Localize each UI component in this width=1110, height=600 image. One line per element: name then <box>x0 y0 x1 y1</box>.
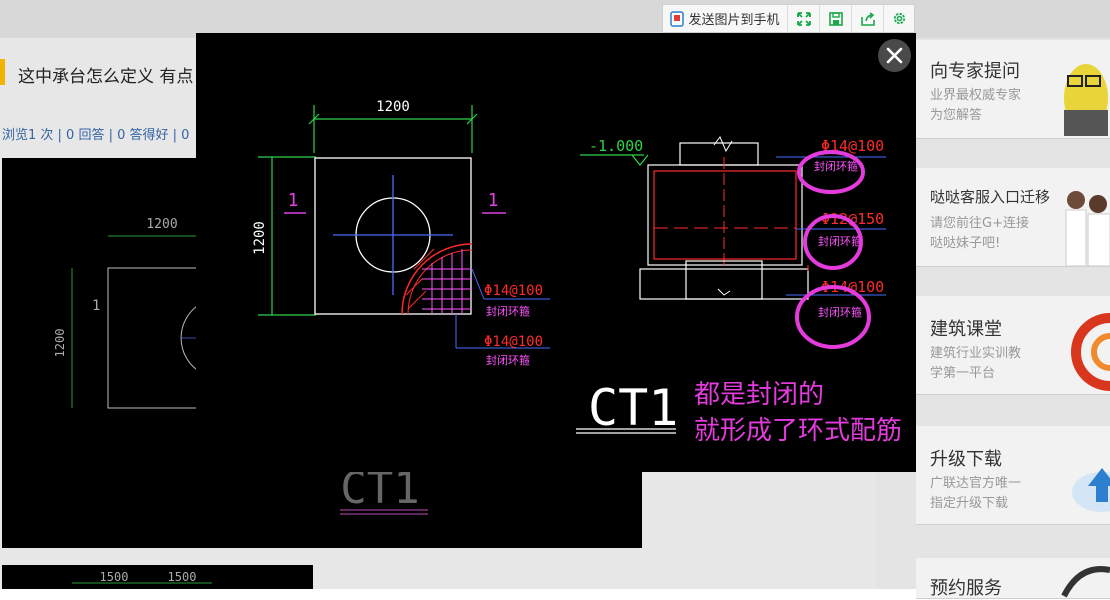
section-mark-right: 1 <box>488 190 499 211</box>
sidebar-card-title: 向专家提问 <box>930 61 1020 82</box>
sidebar-card-title: 哒哒客服入口迁移 <box>930 188 1051 206</box>
highlight-ellipse-top <box>797 150 865 194</box>
left-dimension: 1200 <box>252 156 316 316</box>
question-stats[interactable]: 浏览1 次 | 0 回答 | 0 答得好 | 0 <box>2 128 190 143</box>
close-icon <box>886 47 903 64</box>
upload-cloud-icon <box>1072 468 1110 512</box>
sidebar-card-subtitle: 为您解答 <box>930 108 983 123</box>
site-header <box>0 0 1110 38</box>
sidebar-card-title: 建筑课堂 <box>930 319 1002 340</box>
save-icon <box>828 11 843 26</box>
annotation-line-1: 都是封闭的 <box>694 380 825 410</box>
close-viewer-button[interactable] <box>878 39 911 72</box>
annotation-line-2: 就形成了环式配筋 <box>694 416 903 446</box>
drawing-label: CT1 <box>588 379 678 437</box>
image-viewer: 1200 1200 1 1 <box>196 33 916 472</box>
section-note-mid: 封闭环箍 <box>818 234 862 248</box>
fullscreen-button[interactable] <box>787 5 819 32</box>
bg2-dim-b: 1500 <box>168 570 197 584</box>
send-to-phone-button[interactable]: 发送图片到手机 <box>663 5 787 32</box>
customer-service-agents-image <box>1065 191 1110 266</box>
cad-drawing: 1200 1200 1 1 <box>252 99 886 437</box>
expert-mascot-icon <box>1064 64 1108 136</box>
plan-rebar-2-note: 封闭环箍 <box>486 353 530 367</box>
sidebar-card-subtitle: 建筑行业实训教 <box>930 346 1022 361</box>
phone-send-icon <box>670 10 685 27</box>
section-note-bot: 封闭环箍 <box>818 305 862 319</box>
sidebar-card-subtitle: 指定升级下载 <box>930 496 1009 511</box>
plan-rebar-1-text: Φ14@100 <box>484 283 543 299</box>
width-dimension-text: 1200 <box>376 99 410 115</box>
question-image-2-drawing: 1500 1500 <box>72 570 212 584</box>
reservation-icon <box>1061 566 1110 598</box>
sidebar-card-ask-expert[interactable]: 向专家提问 业界最权威专家 为您解答 <box>916 40 1110 139</box>
title-accent-bar <box>0 59 5 85</box>
image-viewer-toolbar: 发送图片到手机 <box>662 4 915 33</box>
sidebar-card-reservation[interactable]: 预约服务 <box>916 558 1110 599</box>
question-image-2[interactable]: 1500 1500 <box>2 565 313 589</box>
save-image-button[interactable] <box>819 5 851 32</box>
section-view: -1.000 Φ14@100 封闭环箍 Φ12@150 封闭环箍 Φ14@100 <box>580 136 886 319</box>
sidebar-card-subtitle: 请您前往G+连接 <box>930 216 1029 231</box>
sidebar-card-customer-service[interactable]: 哒哒客服入口迁移 请您前往G+连接 哒哒妹子吧! <box>916 168 1110 267</box>
plan-rebar-1-note: 封闭环箍 <box>486 304 530 318</box>
sidebar-card-subtitle: 哒哒妹子吧! <box>930 236 1001 251</box>
sidebar-card-download[interactable]: 升级下载 广联达官方唯一 指定升级下载 <box>916 426 1110 525</box>
classroom-logo-icon <box>1071 313 1110 391</box>
share-button[interactable] <box>851 5 883 32</box>
section-rebar-bot: Φ14@100 <box>821 278 884 296</box>
sidebar-card-title: 升级下载 <box>930 449 1002 470</box>
highlight-ellipse-bot <box>795 285 871 349</box>
question-title: 这中承台怎么定义 有点 <box>18 67 194 87</box>
sidebar-card-classroom[interactable]: 建筑课堂 建筑行业实训教 学第一平台 <box>916 296 1110 395</box>
bg2-dim-a: 1500 <box>100 570 129 584</box>
sidebar-card-title: 预约服务 <box>930 578 1002 599</box>
sidebar-card-subtitle: 业界最权威专家 <box>930 88 1022 103</box>
elevation-text: -1.000 <box>589 137 643 155</box>
section-mark-left: 1 <box>288 190 299 211</box>
send-to-phone-label: 发送图片到手机 <box>688 13 780 28</box>
height-dimension-text: 1200 <box>252 221 268 255</box>
highlight-ellipse-mid <box>803 214 863 270</box>
gear-icon <box>893 12 905 25</box>
sidebar-card-subtitle: 广联达官方唯一 <box>930 476 1022 491</box>
rebar-detail-hatch <box>401 243 473 315</box>
pile-cap-plan-outline <box>314 157 472 315</box>
right-sidebar: 向专家提问 业界最权威专家 为您解答 哒哒客服入口迁移 请您前往G+连接 哒哒妹… <box>916 38 1110 599</box>
bg-section-mark: 1 <box>92 298 100 314</box>
bg-dim-text: 1200 <box>146 217 177 232</box>
sidebar-card-subtitle: 学第一平台 <box>930 366 996 381</box>
plan-rebar-2-text: Φ14@100 <box>484 334 543 350</box>
top-dimension: 1200 <box>308 99 478 153</box>
settings-button[interactable] <box>883 5 914 32</box>
bg-dim-v-text: 1200 <box>53 329 67 358</box>
share-icon <box>860 11 875 26</box>
fullscreen-icon <box>796 11 811 26</box>
section-note-top: 封闭环箍 <box>814 159 858 173</box>
